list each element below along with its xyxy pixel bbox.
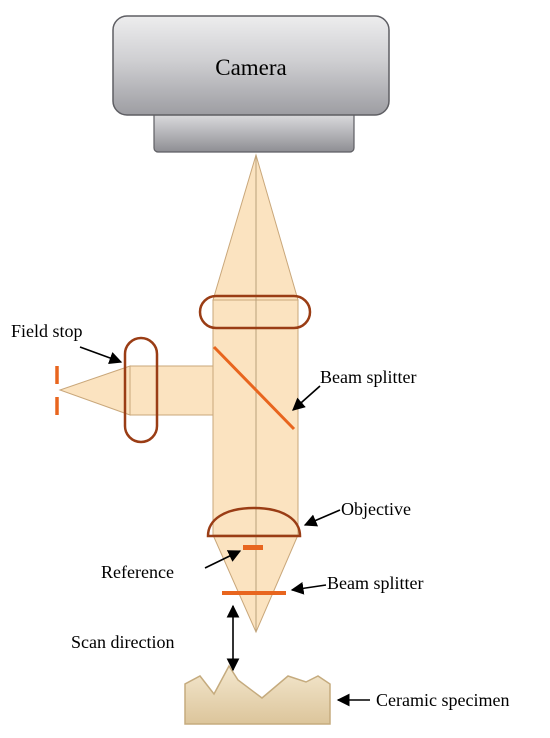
optics bbox=[123, 294, 312, 538]
scan-direction-label: Scan direction bbox=[71, 632, 174, 652]
tube-lens bbox=[198, 294, 312, 330]
camera: Camera bbox=[112, 15, 390, 153]
reference-pointer bbox=[204, 550, 242, 569]
objective-pointer bbox=[303, 509, 341, 527]
field-lens bbox=[123, 336, 159, 444]
side-beam-cone bbox=[58, 365, 131, 416]
reference-mirror bbox=[243, 545, 263, 550]
field-stop-label: Field stop bbox=[11, 321, 83, 341]
beam-splitter-lower-pointer bbox=[290, 581, 327, 595]
light-beams bbox=[58, 153, 299, 634]
reference-label: Reference bbox=[101, 562, 174, 582]
camera-body bbox=[112, 15, 390, 116]
camera-label: Camera bbox=[215, 55, 287, 80]
beam-splitter-upper bbox=[212, 345, 296, 431]
beam-splitter-upper-label: Beam splitter bbox=[320, 367, 416, 387]
ceramic-specimen bbox=[184, 664, 331, 725]
camera-lens-mount bbox=[153, 109, 355, 153]
pointer-arrows bbox=[79, 346, 370, 707]
field-stop-pointer bbox=[79, 346, 123, 365]
beam-splitter-upper-pointer bbox=[292, 385, 321, 411]
objective-lens bbox=[206, 506, 302, 538]
objective-label: Objective bbox=[341, 499, 411, 519]
beam-splitter-lower-label: Beam splitter bbox=[327, 573, 423, 593]
beam-splitter-lower bbox=[222, 591, 286, 595]
ceramic-specimen-label: Ceramic specimen bbox=[376, 690, 509, 710]
